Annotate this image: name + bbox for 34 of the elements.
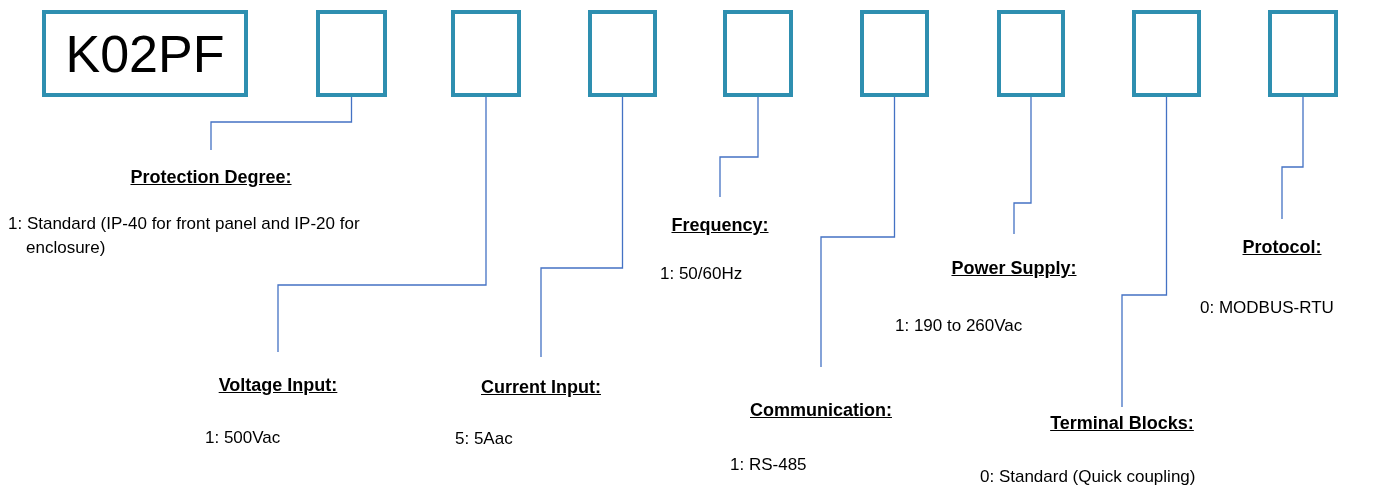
code-box: [451, 10, 521, 97]
code-box: [42, 10, 248, 97]
leader-line: [1121, 96, 1168, 408]
leader-line: [210, 96, 353, 151]
option-text: 0: Standard (Quick coupling): [980, 466, 1196, 488]
option-text: 1: 50/60Hz: [660, 263, 743, 285]
option-text: 1: 500Vac: [205, 427, 281, 449]
option-text: 1: 190 to 260Vac: [895, 315, 1023, 337]
option-heading: Protocol:: [1242, 236, 1322, 258]
code-box: [1132, 10, 1201, 97]
leader-line: [820, 96, 896, 368]
option-heading: Terminal Blocks:: [1050, 412, 1194, 434]
code-box: [316, 10, 387, 97]
option-heading: Current Input:: [481, 376, 601, 398]
model-code: K02PF: [64, 23, 226, 84]
code-box: [997, 10, 1065, 97]
code-box: [588, 10, 657, 97]
code-box: [723, 10, 793, 97]
leader-line: [1013, 96, 1032, 235]
leader-line: [540, 96, 624, 358]
option-heading: Frequency:: [671, 214, 769, 236]
option-heading: Voltage Input:: [218, 374, 338, 396]
leader-line: [277, 96, 487, 353]
leader-line: [1281, 96, 1304, 220]
option-text: 5: 5Aac: [455, 428, 513, 450]
option-heading: Communication:: [750, 399, 892, 421]
leader-line: [719, 96, 759, 198]
code-box: [1268, 10, 1338, 97]
option-heading: Power Supply:: [951, 257, 1077, 279]
code-box: [860, 10, 929, 97]
option-text: 1: RS-485: [730, 454, 807, 476]
option-text: 1: Standard (IP-40 for front panel and IP-20 for enclosure): [8, 213, 361, 259]
option-heading: Protection Degree:: [130, 166, 292, 188]
option-text: 0: MODBUS-RTU: [1200, 297, 1334, 319]
